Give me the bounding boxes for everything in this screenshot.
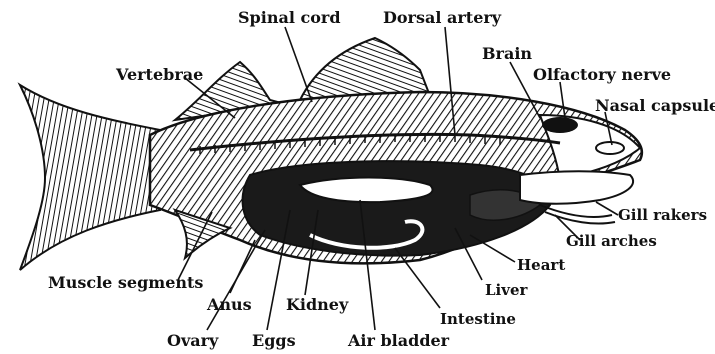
label-brain: Brain	[482, 45, 532, 63]
label-dorsal-artery: Dorsal artery	[383, 9, 501, 27]
label-vertebrae: Vertebrae	[116, 66, 203, 84]
label-heart: Heart	[517, 256, 565, 274]
label-nasal-capsule: Nasal capsule	[595, 97, 715, 115]
label-intestine: Intestine	[440, 310, 516, 328]
label-air-bladder: Air bladder	[348, 332, 449, 350]
nasal-shape	[596, 142, 624, 154]
tail-fin	[20, 85, 160, 270]
label-gill-arches: Gill arches	[566, 232, 657, 250]
label-eggs: Eggs	[252, 332, 296, 350]
label-liver: Liver	[485, 281, 527, 299]
gill-area	[520, 171, 633, 204]
label-gill-rakers: Gill rakers	[618, 206, 707, 224]
label-ovary: Ovary	[167, 332, 218, 350]
label-anus: Anus	[207, 296, 252, 314]
brain-shape	[542, 117, 578, 133]
label-muscle-segments: Muscle segments	[48, 274, 203, 292]
label-spinal-cord: Spinal cord	[238, 9, 341, 27]
gill-arches-shape	[540, 205, 615, 224]
soft-dorsal-fin	[300, 38, 430, 100]
label-kidney: Kidney	[286, 296, 348, 314]
label-olfactory-nerve: Olfactory nerve	[533, 66, 671, 84]
